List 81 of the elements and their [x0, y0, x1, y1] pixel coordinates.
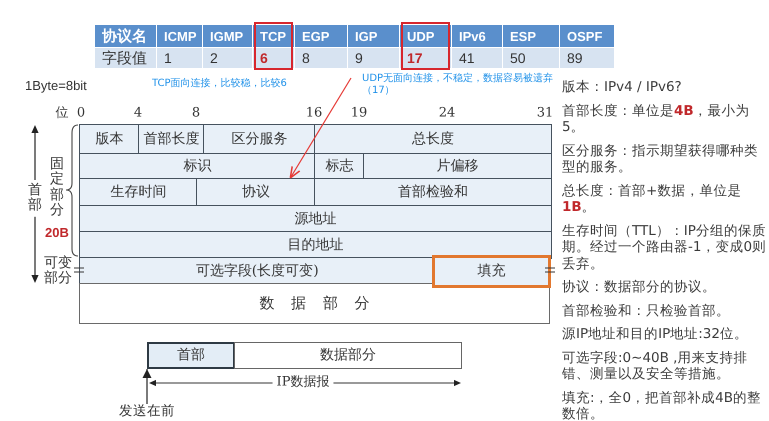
caption-text: 发送在前 — [118, 404, 176, 420]
table-cell: 2 — [203, 47, 253, 68]
header-field — [79, 205, 552, 232]
description-text: 首部长度：单位是4B，最小为5。 — [562, 102, 751, 136]
side-label: 可变部分 — [44, 256, 72, 287]
table-header: TCP — [253, 25, 295, 47]
arrow — [142, 369, 152, 404]
dimension-label: IP数据报 — [276, 376, 330, 390]
header-field — [79, 124, 140, 154]
annotation-text: TCP面向连接，比较稳，比较6 — [152, 78, 287, 90]
axis-label: 位 — [56, 106, 68, 122]
header-field — [203, 124, 316, 154]
table-cell: 17 — [400, 47, 452, 68]
description-text: 版本：IPv4 / IPv6? — [562, 79, 683, 96]
field-name: 首部检验和 — [398, 184, 468, 200]
annotation-text: UDP无面向连接，不稳定，数据容易被遗弃（17） — [362, 73, 554, 96]
side-label: 首部 — [28, 183, 42, 214]
table-header: 协议名 — [95, 25, 157, 47]
description-text: 生存时间（TTL）：IP分组的保质期。经过一个路由器-1，变成0则丢弃。 — [562, 222, 767, 272]
table-cell: 41 — [452, 47, 503, 68]
table-header: IPv6 — [452, 25, 503, 47]
header-field — [314, 124, 552, 154]
table-cell: 6 — [253, 47, 295, 68]
description-text: 填充:，全0，把首部补成4B的整数倍。 — [562, 390, 762, 421]
bit-number: 4 — [134, 106, 142, 122]
pointer-arrow — [290, 78, 352, 179]
bit-number: 31 — [536, 106, 554, 122]
header-field — [314, 178, 552, 206]
table-cell: 50 — [503, 47, 560, 68]
field-name: 区分服务 — [231, 131, 288, 148]
table-cell: 9 — [348, 47, 400, 68]
bit-number: 8 — [192, 106, 200, 122]
field-name: 标志 — [325, 158, 354, 174]
description-text: 总长度：首部+数据，单位是1B。 — [562, 182, 742, 216]
bit-number: 24 — [438, 106, 456, 122]
bit-number: 19 — [350, 106, 368, 122]
data-field — [79, 283, 550, 324]
field-name: 版本 — [95, 131, 124, 148]
size-label: 20B — [45, 226, 69, 241]
field-name: 目的地址 — [287, 236, 344, 253]
field-name: 片偏移 — [436, 158, 478, 174]
bit-number: 0 — [76, 106, 86, 122]
field-name: 总长度 — [412, 131, 454, 148]
field-name: 可选字段(长度可变) — [196, 262, 319, 279]
header-block — [147, 342, 235, 369]
table-header: UDP — [400, 25, 452, 47]
field-name: 首部长度 — [143, 131, 200, 148]
field-name: 标识 — [183, 158, 212, 174]
field-name: 数 据 部 分 — [259, 294, 370, 312]
header-field — [79, 231, 552, 258]
table-header: EGP — [295, 25, 348, 47]
data-block — [234, 342, 462, 369]
field-name: 填充 — [478, 263, 506, 280]
description-text: 协议：数据部分的协议。 — [562, 279, 717, 296]
description-text: 源IP地址和目的IP地址:32位。 — [562, 326, 749, 342]
header-field — [363, 153, 552, 180]
table-header: ICMP — [157, 25, 203, 47]
header-field — [138, 124, 204, 154]
block-label: 首部 — [177, 347, 205, 364]
padding-field — [432, 255, 551, 288]
table-header: IGMP — [203, 25, 253, 47]
side-label: 固定部分 — [50, 157, 64, 219]
table-header: IGP — [348, 25, 400, 47]
table-header: ESP — [503, 25, 560, 47]
field-name: 生存时间 — [110, 184, 166, 200]
header-field — [79, 178, 198, 206]
table-cell: 8 — [295, 47, 348, 68]
description-text: 区分服务：指示期望获得哪种类型的服务。 — [562, 142, 759, 176]
field-name: 源地址 — [294, 210, 336, 227]
table-header: OSPF — [560, 25, 615, 47]
bit-number: 16 — [306, 106, 322, 122]
description-text: 首部检验和：只检验首部。 — [562, 302, 731, 319]
header-field — [196, 178, 316, 206]
table-cell: 1 — [157, 47, 203, 68]
table-cell: 89 — [560, 47, 615, 68]
header-field — [79, 153, 316, 180]
table-cell: 字段值 — [95, 47, 157, 68]
note-text: 1Byte=8bit — [25, 79, 87, 94]
block-label: 数据部分 — [320, 347, 376, 364]
field-name: 协议 — [242, 184, 270, 200]
description-text: 可选字段:0~40B ,用来支持排错、测量以及安全等措施。 — [562, 350, 748, 382]
